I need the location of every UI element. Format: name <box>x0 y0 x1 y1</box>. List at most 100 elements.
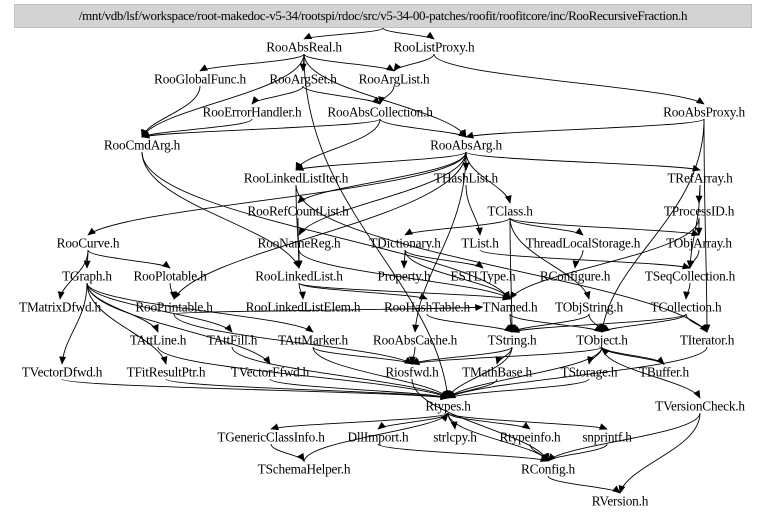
node-tdictionary[interactable]: TDictionary.h <box>369 235 441 251</box>
edge-roonamereg-to-tnamed <box>298 249 511 300</box>
node-tgraph[interactable]: TGraph.h <box>62 268 112 284</box>
node-titerator[interactable]: TIterator.h <box>679 332 735 348</box>
node-rooabsreal[interactable]: RooAbsReal.h <box>266 39 342 55</box>
node-tstring[interactable]: TString.h <box>487 332 537 348</box>
node-tmatrixdfwd[interactable]: TMatrixDfwd.h <box>19 299 101 315</box>
edge-tclass-to-tobjarray <box>509 217 700 236</box>
node-threadlocalstorage[interactable]: ThreadLocalStorage.h <box>525 235 641 251</box>
node-rooarglist[interactable]: RooArgList.h <box>358 71 430 87</box>
node-rversion[interactable]: RVersion.h <box>591 493 649 509</box>
edge-tdictionary-to-tnamed <box>404 249 511 300</box>
node-riosfwd[interactable]: Riosfwd.h <box>385 364 439 380</box>
node-rooargset[interactable]: RooArgSet.h <box>269 71 337 87</box>
node-rooabsarg[interactable]: RooAbsArg.h <box>430 137 502 153</box>
node-roonamereg[interactable]: RooNameReg.h <box>257 235 341 251</box>
node-tlist[interactable]: TList.h <box>461 235 499 251</box>
node-roolinkedlistiter[interactable]: RooLinkedListIter.h <box>243 170 349 186</box>
arrowhead-tgraph-to-tattmarker <box>305 324 314 333</box>
node-thashlist[interactable]: THashList.h <box>434 170 498 186</box>
node-estltype[interactable]: ESTLType.h <box>450 268 516 284</box>
edge-tattmarker-to-rtypes <box>312 346 449 399</box>
node-strlcpy[interactable]: strlcpy.h <box>433 429 477 445</box>
edge-snprintf-to-rconfig <box>547 443 608 462</box>
node-rooerrorhandler[interactable]: RooErrorHandler.h <box>202 104 302 120</box>
arrowhead-threadlocalstorage-to-rconfigure <box>572 260 580 269</box>
node-tfitresultptr[interactable]: TFitResultPtr.h <box>126 364 206 380</box>
node-tobjstring[interactable]: TObjString.h <box>555 299 623 315</box>
node-tprocessid[interactable]: TProcessID.h <box>663 203 735 219</box>
arrowhead-roohashtable-to-tstring <box>504 324 513 333</box>
node-tmathbase[interactable]: TMathBase.h <box>462 364 532 380</box>
node-rtypes[interactable]: Rtypes.h <box>425 398 471 414</box>
arrowhead-roolistproxy-to-rooabsproxy <box>695 97 705 105</box>
arrowhead-tversioncheck-to-rversion <box>618 485 626 494</box>
arrowhead-rtypes-to-rtypeinfo <box>522 422 531 430</box>
arrowhead-tbuffer-to-tobject <box>601 347 610 356</box>
arrowhead-rooargset-to-rooerrorhandler <box>251 96 260 105</box>
node-tvectorffwd[interactable]: TVectorFfwd.h <box>230 364 310 380</box>
node-roocurve[interactable]: RooCurve.h <box>56 235 120 251</box>
arrowhead-rooabsreal-to-rooarglist <box>386 64 395 72</box>
node-tcollection[interactable]: TCollection.h <box>650 299 722 315</box>
edge-rooabsarg-to-rooprintable <box>173 151 467 300</box>
arrowhead-rooabsarg-to-roocurve <box>87 227 96 236</box>
node-roolistproxy[interactable]: RooListProxy.h <box>393 39 475 55</box>
edge-rooprintable-to-riosfwd <box>173 313 413 365</box>
node-tobjarray[interactable]: TObjArray.h <box>666 235 732 251</box>
arrowhead-rtypes-to-dllimport <box>377 421 386 430</box>
edge-tgraph-to-tfitresultptr <box>86 282 167 365</box>
node-rooabsproxy[interactable]: RooAbsProxy.h <box>663 104 745 120</box>
node-roolinkedlist[interactable]: RooLinkedList.h <box>255 268 343 284</box>
node-tobject[interactable]: TObject.h <box>576 332 628 348</box>
arrowhead-root-to-rooabsreal <box>303 32 313 40</box>
node-tclass[interactable]: TClass.h <box>487 203 533 219</box>
arrowhead-rooabscollection-to-rooabsarg <box>458 129 467 138</box>
node-rooabscollection[interactable]: RooAbsCollection.h <box>327 104 433 120</box>
arrowhead-tstring-to-tmathbase <box>495 356 503 365</box>
node-dllimport[interactable]: DllImport.h <box>347 429 409 445</box>
node-roohashtable[interactable]: RooHashTable.h <box>383 299 471 315</box>
node-property[interactable]: Property.h <box>377 268 431 284</box>
root-node-box[interactable] <box>14 4 752 28</box>
node-tbuffer[interactable]: TBuffer.h <box>638 364 690 380</box>
node-tattfill[interactable]: TAttFill.h <box>206 332 258 348</box>
arrowhead-rooabscollection-to-roocmdarg <box>141 131 150 139</box>
node-rconfig[interactable]: RConfig.h <box>521 461 575 477</box>
arrowhead-dllimport-to-rconfig <box>539 455 549 462</box>
arrowhead-rooabsarg-to-roolinkedlistiter <box>295 164 305 171</box>
node-rooglobalfunc[interactable]: RooGlobalFunc.h <box>154 71 246 87</box>
node-tgenericclassinfo[interactable]: TGenericClassInfo.h <box>217 429 325 445</box>
node-tseqcollection[interactable]: TSeqCollection.h <box>644 268 736 284</box>
edge-rooabsarg-to-trefarray <box>465 151 701 171</box>
node-roocmdarg[interactable]: RooCmdArg.h <box>103 137 181 153</box>
arrowhead-rooprintable-to-tnamed <box>474 304 484 312</box>
edge-tvectordfwd-to-rtypes <box>61 378 449 399</box>
node-tvectordfwd[interactable]: TVectorDfwd.h <box>21 364 103 380</box>
edge-tversioncheck-to-rconfig <box>547 412 701 462</box>
edge-rooabsarg-to-roorefcountlist <box>297 151 467 204</box>
edge-rooabsproxy-to-titerator <box>703 118 708 333</box>
node-rooplotable[interactable]: RooPlotable.h <box>133 268 207 284</box>
node-tschemahelper[interactable]: TSchemaHelper.h <box>257 461 351 477</box>
arrowhead-tcollection-to-tstring <box>511 326 521 333</box>
node-tattline[interactable]: TAttLine.h <box>129 332 187 348</box>
arrowhead-rooargset-to-rooabscollection <box>372 96 381 105</box>
node-rtypeinfo[interactable]: Rtypeinfo.h <box>499 429 561 445</box>
node-tnamed[interactable]: TNamed.h <box>482 299 538 315</box>
node-rooabscache[interactable]: RooAbsCache.h <box>372 332 458 348</box>
edge-roolistproxy-to-rooabsproxy <box>433 53 705 105</box>
edge-rtypes-to-dllimport <box>377 412 449 430</box>
node-rooprintable[interactable]: RooPrintable.h <box>135 299 213 315</box>
node-rconfigure[interactable]: RConfigure.h <box>539 268 611 284</box>
edge-thashlist-to-tlist <box>465 184 481 236</box>
node-snprintf[interactable]: snprintf.h <box>582 429 632 445</box>
node-tattmarker[interactable]: TAttMarker.h <box>277 332 349 348</box>
node-roolinkedlistelem[interactable]: RooLinkedListElem.h <box>245 299 361 315</box>
arrowhead-tgraph-to-tfitresultptr <box>160 356 168 365</box>
node-tstorage[interactable]: TStorage.h <box>560 364 618 380</box>
node-tversioncheck[interactable]: TVersionCheck.h <box>655 398 745 414</box>
arrowhead-tobjarray-to-tseqcollection <box>687 260 695 269</box>
node-roorefcountlist[interactable]: RooRefCountList.h <box>247 203 349 219</box>
node-trefarray[interactable]: TRefArray.h <box>667 170 733 186</box>
